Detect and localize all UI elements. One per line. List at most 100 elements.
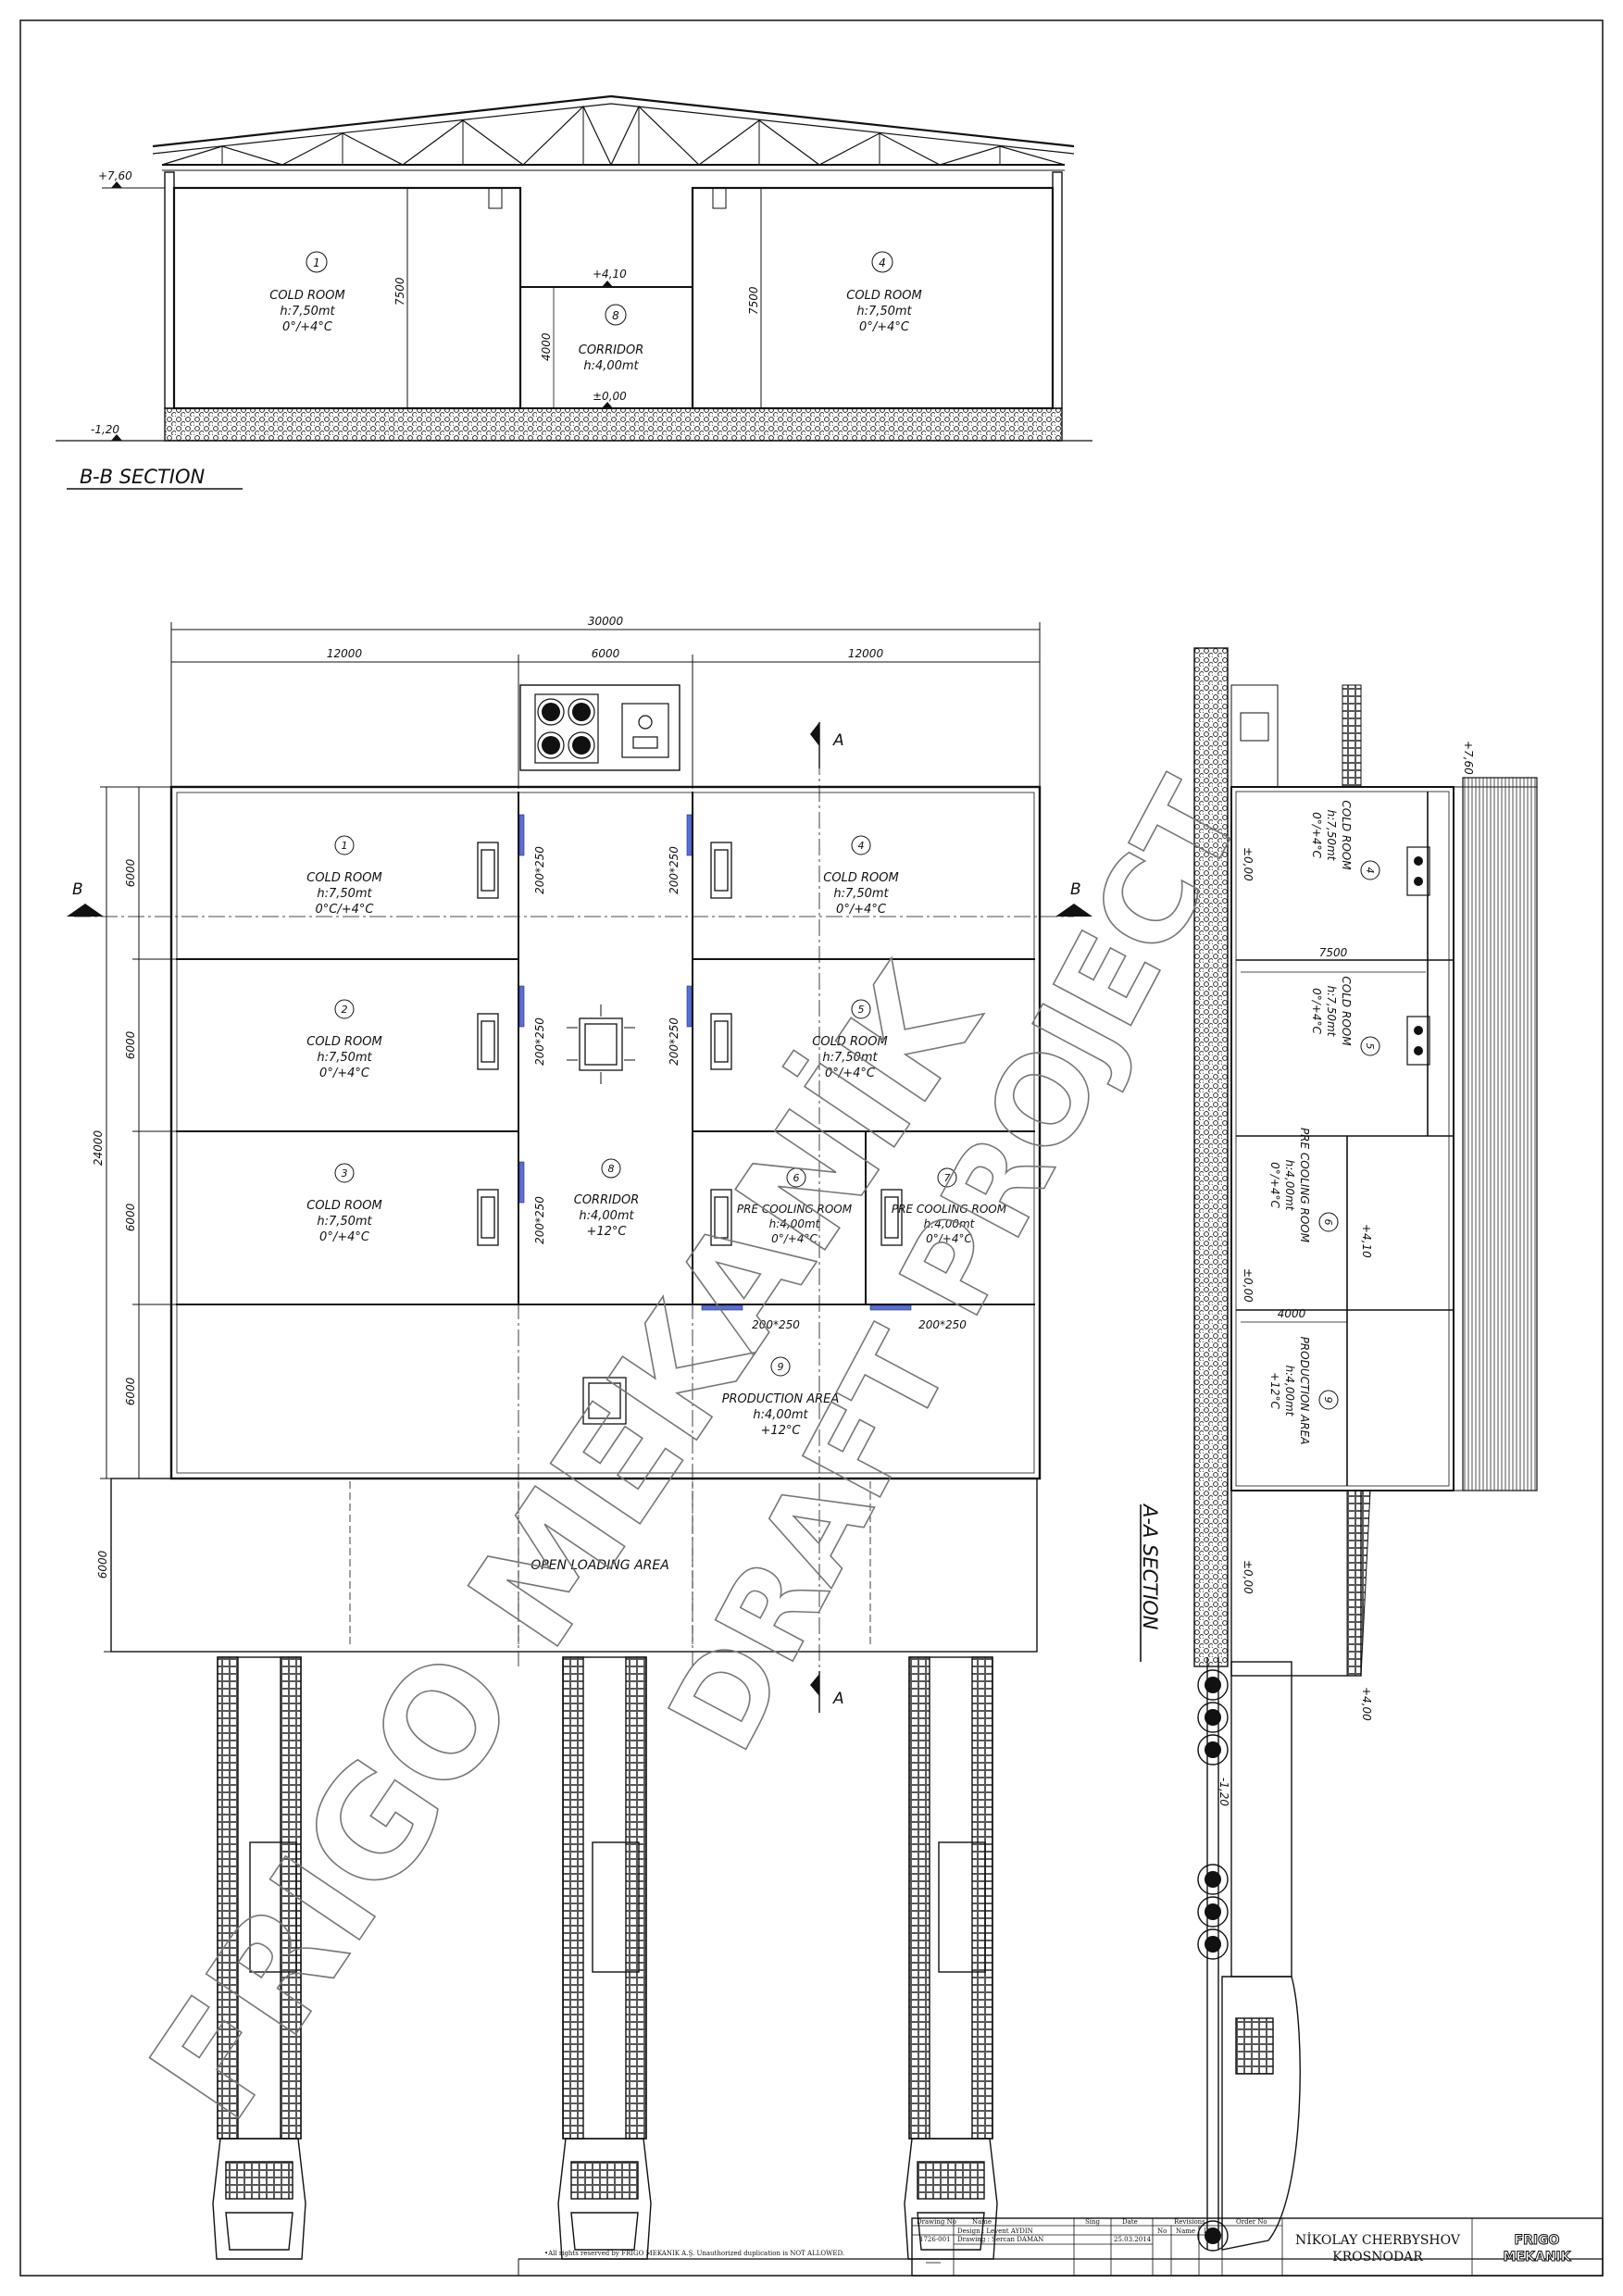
drawing-date: 25.03.2014 xyxy=(1114,2236,1152,2243)
plan-room-1: 1 COLD ROOM h:7,50mt 0°C/+4°C xyxy=(306,835,382,917)
dim-total-width: 30000 xyxy=(588,615,624,628)
svg-text:PRE COOLING ROOM: PRE COOLING ROOM xyxy=(892,1203,1007,1216)
room-name: COLD ROOM xyxy=(269,289,344,303)
svg-text:PRE COOLING ROOM: PRE COOLING ROOM xyxy=(1298,1128,1311,1243)
height-corridor-bb: 4000 xyxy=(540,332,553,361)
svg-text:+12°C: +12°C xyxy=(1268,1372,1281,1409)
height-right-bb: 7500 xyxy=(747,286,760,315)
svg-text:h:7,50mt: h:7,50mt xyxy=(1325,986,1338,1038)
section-aa-title: A-A SECTION xyxy=(1139,1503,1161,1630)
svg-text:0°/+4°C: 0°/+4°C xyxy=(926,1232,972,1245)
level-top-bb: +7,60 xyxy=(98,169,132,182)
svg-text:0°/+4°C: 0°/+4°C xyxy=(319,1067,370,1080)
room-number: 4 xyxy=(879,256,886,269)
bb-room-1: 1 COLD ROOM h:7,50mt 0°/+4°C xyxy=(269,251,345,334)
drawing-by: Drawing : Sercan DAMAN xyxy=(957,2236,1043,2243)
plan-room-5: 5 COLD ROOM h:7,50mt 0°/+4°C xyxy=(812,999,888,1080)
svg-text:h:4,00mt: h:4,00mt xyxy=(579,1209,634,1223)
title-block: •All rights reserved by FRIGO MEKANIK A.… xyxy=(518,2217,1604,2277)
svg-text:+12°C: +12°C xyxy=(760,1424,801,1438)
drawing-no: 1726-001 xyxy=(919,2236,951,2243)
sheet-border xyxy=(19,19,1604,2277)
plan-room-4: 4 COLD ROOM h:7,50mt 0°/+4°C xyxy=(823,835,899,917)
level-floor-bb: ±0,00 xyxy=(593,390,627,403)
svg-text:5: 5 xyxy=(1364,1043,1376,1050)
svg-text:4: 4 xyxy=(858,840,865,852)
level-corridor-top: +4,10 xyxy=(593,268,627,281)
dim-mid-width: 6000 xyxy=(592,647,620,660)
svg-text:0°/+4°C: 0°/+4°C xyxy=(1310,812,1323,858)
svg-text:+12°C: +12°C xyxy=(586,1225,627,1239)
svg-text:COLD ROOM: COLD ROOM xyxy=(306,871,381,885)
section-mark-a-top: A xyxy=(810,722,844,768)
aa-dim-upper: 7500 xyxy=(1319,946,1348,959)
svg-text:3: 3 xyxy=(342,1167,348,1179)
truck-2 xyxy=(557,1656,652,2260)
aa-room-9: 9 PRODUCTION AREA h:4,00mt +12°C xyxy=(1268,1337,1339,1444)
section-bb: +7,60 -1,20 +4,10 ±0,00 7500 7500 4000 1… xyxy=(56,94,1092,490)
height-left-bb: 7500 xyxy=(393,277,406,306)
floor-plan: 30000 12000 6000 12000 24000 6000 6000 6… xyxy=(67,615,1092,2260)
room-number: 8 xyxy=(612,309,619,322)
svg-text:6: 6 xyxy=(793,1172,800,1184)
svg-text:COLD ROOM: COLD ROOM xyxy=(306,1199,381,1213)
room-number: 1 xyxy=(313,256,320,269)
door-label: 200*250 xyxy=(752,1318,800,1331)
svg-text:COLD ROOM: COLD ROOM xyxy=(1340,800,1353,870)
level-bottom-bb: -1,20 xyxy=(91,423,119,436)
room-height: h:7,50mt xyxy=(280,305,335,318)
label-order-no: Order No xyxy=(1236,2218,1267,2226)
svg-text:h:7,50mt: h:7,50mt xyxy=(317,1051,372,1065)
svg-text:h:4,00mt: h:4,00mt xyxy=(753,1408,808,1422)
svg-text:A: A xyxy=(832,1690,844,1708)
logo-line-2: MEKANIK xyxy=(1504,2250,1572,2265)
svg-text:0°/+4°C: 0°/+4°C xyxy=(1310,988,1323,1034)
section-mark-a-bottom: A xyxy=(810,1671,844,1713)
loading-area-label: OPEN LOADING AREA xyxy=(531,1558,669,1573)
label-name: Name xyxy=(972,2218,992,2226)
room-name: COLD ROOM xyxy=(846,289,921,303)
dim-row-2: 6000 xyxy=(124,1030,137,1059)
section-aa: +7,60 +4,10 +4,00 ±0,00 ±0,00 ±0,00 -1,2… xyxy=(1139,647,1538,2252)
aa-room-6: 6 PRE COOLING ROOM h:4,00mt 0°/+4°C xyxy=(1268,1128,1339,1243)
aa-room-5: 5 COLD ROOM h:7,50mt 0°/+4°C xyxy=(1310,976,1380,1056)
svg-text:h:7,50mt: h:7,50mt xyxy=(317,887,372,901)
svg-text:0°/+4°C: 0°/+4°C xyxy=(319,1230,370,1244)
svg-text:4: 4 xyxy=(1364,867,1376,874)
svg-text:h:7,50mt: h:7,50mt xyxy=(1325,810,1338,862)
svg-text:h:7,50mt: h:7,50mt xyxy=(833,887,889,901)
svg-text:h:7,50mt: h:7,50mt xyxy=(822,1051,878,1065)
door-label: 200*250 xyxy=(668,846,680,894)
aa-dim-lower: 4000 xyxy=(1278,1307,1306,1320)
door-label: 200*250 xyxy=(668,1017,680,1066)
svg-text:h:4,00mt: h:4,00mt xyxy=(1283,1160,1296,1212)
plan-room-8: 8 CORRIDOR h:4,00mt +12°C xyxy=(574,1158,639,1239)
room-name: CORRIDOR xyxy=(579,343,643,357)
section-bb-title: B-B SECTION xyxy=(80,466,206,488)
svg-text:B: B xyxy=(72,880,83,899)
svg-text:0°/+4°C: 0°/+4°C xyxy=(771,1232,818,1245)
room-temp: 0°/+4°C xyxy=(859,320,910,334)
room-height: h:4,00mt xyxy=(583,359,639,373)
label-rev-no: No xyxy=(1157,2227,1167,2235)
design-by: Design : Levent AYDIN xyxy=(957,2227,1033,2235)
svg-text:h:4,00mt: h:4,00mt xyxy=(1283,1366,1296,1417)
dim-row-4: 6000 xyxy=(124,1377,137,1405)
client-city: KROSNODAR xyxy=(1332,2250,1423,2265)
svg-text:A: A xyxy=(832,731,844,750)
door-label: 200*250 xyxy=(918,1318,967,1331)
dim-row-1: 6000 xyxy=(124,858,137,887)
svg-text:h:4,00mt: h:4,00mt xyxy=(769,1217,821,1230)
svg-text:7: 7 xyxy=(944,1172,951,1184)
svg-text:h:4,00mt: h:4,00mt xyxy=(924,1217,976,1230)
svg-text:6: 6 xyxy=(1322,1219,1334,1226)
svg-text:PRE COOLING ROOM: PRE COOLING ROOM xyxy=(737,1203,853,1216)
room-height: h:7,50mt xyxy=(856,305,912,318)
svg-text:COLD ROOM: COLD ROOM xyxy=(823,871,898,885)
svg-text:2: 2 xyxy=(342,1004,348,1016)
evaporators xyxy=(477,842,903,1425)
svg-text:COLD ROOM: COLD ROOM xyxy=(1340,976,1353,1046)
aa-level-floor3: ±0,00 xyxy=(1242,1560,1255,1594)
logo-line-1: FRIGO xyxy=(1515,2233,1560,2248)
